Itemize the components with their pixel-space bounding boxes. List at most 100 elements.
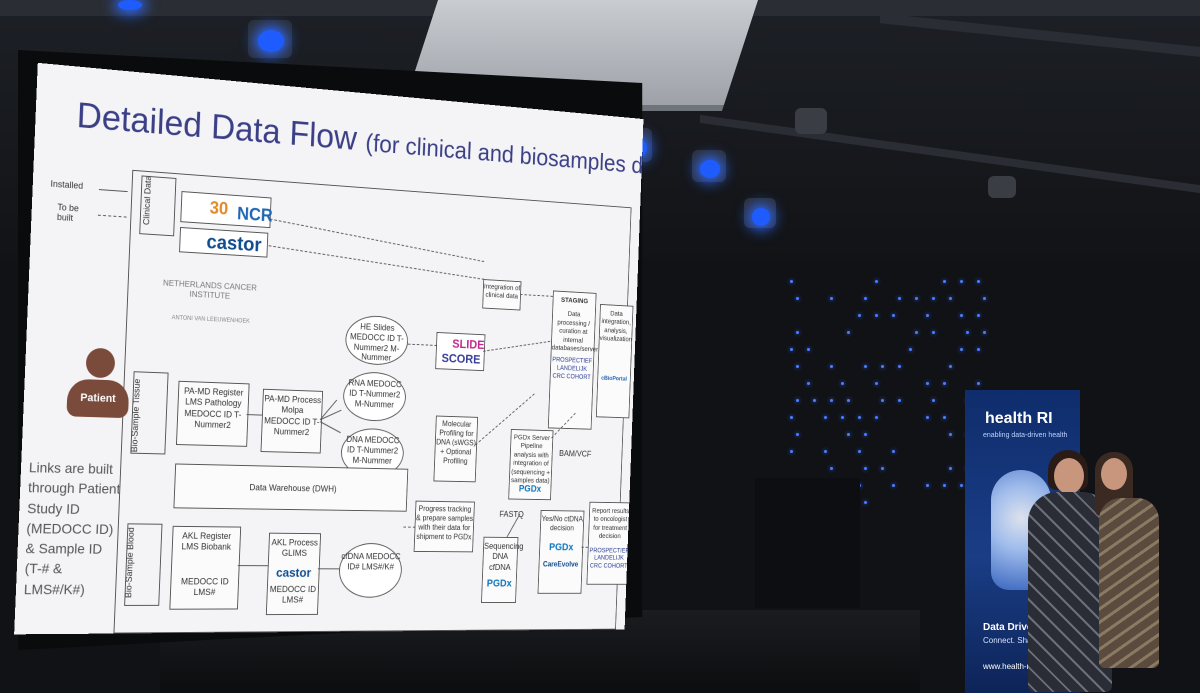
pgdx-server-label: PGDx Server Pipeline analysis with integ… <box>510 433 553 485</box>
side-note: Links are built through Patient Study ID… <box>24 457 122 599</box>
wall-led-dot <box>943 416 946 419</box>
sequencing-label: Sequencing DNA cfDNA <box>483 541 517 572</box>
wall-led-dot <box>864 501 867 504</box>
wall-led-dot <box>915 331 918 334</box>
pgdx-logo-server: PGDx <box>509 484 550 496</box>
wall-led-dot <box>977 314 980 317</box>
wall-led-dot <box>790 280 793 283</box>
staging-box: STAGING Data processing / curation at in… <box>548 290 597 429</box>
wall-led-dot <box>943 382 946 385</box>
legend-installed: Installed <box>50 179 83 191</box>
yes-no-decision-box: Yes/No ctDNA decision PGDx CareEvolve <box>538 510 585 594</box>
wall-led-dot <box>892 484 895 487</box>
ceiling-light <box>795 108 827 134</box>
bioportal-logo: cBioPortal <box>598 375 630 384</box>
wall-led-dot <box>875 382 878 385</box>
integration-clinical-box: Integration of clinical data <box>482 279 521 310</box>
wall-led-dot <box>898 365 901 368</box>
plcrc-logo-staging: PROSPECTIEF LANDELIJK CRC COHORT <box>550 357 593 383</box>
wall-led-dot <box>858 416 861 419</box>
data-integration-box: Data integration, analysis, visualizatio… <box>596 304 633 418</box>
patient-head-icon <box>85 348 115 379</box>
wall-led-dot <box>977 382 980 385</box>
wall-led-dot <box>841 416 844 419</box>
wall-led-dot <box>875 314 878 317</box>
banner-title: health RI <box>985 410 1053 428</box>
progress-tracking-box: Progress tracking & prepare samples with… <box>414 501 475 553</box>
wall-led-dot <box>813 399 816 402</box>
yes-no-label: Yes/No ctDNA decision <box>541 515 584 534</box>
akl-process-ids: MEDOCC ID LMS# <box>267 584 318 606</box>
presenter-1-head <box>1054 458 1084 494</box>
wall-led-dot <box>915 297 918 300</box>
wall-led-dot <box>949 467 952 470</box>
wall-led-dot <box>960 484 963 487</box>
plcrc-logo-report: PROSPECTIEF LANDELIJK CRC COHORT <box>588 547 630 571</box>
wall-led-dot <box>960 314 963 317</box>
legend-dashed-line <box>98 215 127 218</box>
wall-led-dot <box>926 314 929 317</box>
presenter-2 <box>1085 452 1165 693</box>
wall-led-dot <box>847 433 850 436</box>
blue-spotlight <box>700 160 720 178</box>
castor-logo-blood: castor <box>268 565 319 581</box>
akl-process-box: AKL Process GLIMS castor MEDOCC ID LMS# <box>266 533 321 615</box>
patient-icon: Patient <box>65 347 130 440</box>
akl-register-ids: MEDOCC ID LMS# <box>171 576 239 598</box>
blue-spotlight <box>118 0 142 10</box>
wall-led-dot <box>847 331 850 334</box>
wall-led-dot <box>864 467 867 470</box>
wall-led-dot <box>926 484 929 487</box>
wall-led-dot <box>983 297 986 300</box>
presentation-slide: Detailed Data Flow (for clinical and bio… <box>14 63 643 635</box>
staging-label: STAGING <box>553 295 595 306</box>
wall-led-dot <box>943 280 946 283</box>
wall-led-dot <box>830 467 833 470</box>
wall-led-dot <box>875 416 878 419</box>
wall-led-dot <box>858 450 861 453</box>
akl-register-label: AKL Register LMS Biobank <box>173 531 240 553</box>
legend-to-be-built: To be built <box>57 202 97 224</box>
careevolve-logo: CareEvolve <box>539 560 581 569</box>
staging-desc: Data processing / curation at internal d… <box>552 309 595 353</box>
wall-led-dot <box>898 297 901 300</box>
wall-led-dot <box>864 433 867 436</box>
report-label: Report results to oncologist for treatme… <box>589 506 632 540</box>
wall-led-dot <box>807 382 810 385</box>
wall-led-dot <box>864 297 867 300</box>
wall-led-dot <box>960 348 963 351</box>
tissue-section-box <box>130 371 168 454</box>
pgdx-server-box: PGDx Server Pipeline analysis with integ… <box>508 429 553 500</box>
wall-led-dot <box>932 297 935 300</box>
wall-led-dot <box>892 314 895 317</box>
ceiling-light <box>988 176 1016 198</box>
pgdx-logo: PGDx <box>482 578 516 591</box>
wall-led-dot <box>796 331 799 334</box>
wall-led-dot <box>790 416 793 419</box>
wall-led-dot <box>943 484 946 487</box>
presenter-2-head <box>1101 458 1127 490</box>
wall-led-dot <box>864 365 867 368</box>
castor-logo-clinical: castor <box>179 227 268 258</box>
wall-led-dot <box>881 399 884 402</box>
clinical-section-box <box>139 175 176 236</box>
wall-led-dot <box>875 280 878 283</box>
wall-led-dot <box>796 297 799 300</box>
pa-md-process-box: PA-MD Process Molpa MEDOCC ID T-Nummer2 <box>261 389 324 454</box>
legend-solid-line <box>99 189 128 192</box>
sequencing-box: Sequencing DNA cfDNA PGDx <box>481 537 518 603</box>
pa-md-register-box: PA-MD Register LMS Pathology MEDOCC ID T… <box>176 381 250 447</box>
wall-led-dot <box>960 280 963 283</box>
data-warehouse-box: Data Warehouse (DWH) <box>173 463 408 511</box>
bam-vcf-label: BAM/VCF <box>559 449 592 459</box>
flow-arrow-report <box>581 547 587 548</box>
report-results-box: Report results to oncologist for treatme… <box>586 502 632 585</box>
wall-led-dot <box>949 297 952 300</box>
wall-led-dot <box>932 331 935 334</box>
wall-led-dot <box>977 280 980 283</box>
blue-spotlight <box>752 208 770 226</box>
wall-led-dot <box>949 433 952 436</box>
data-integration-label: Data integration, analysis, visualizatio… <box>600 309 633 344</box>
wall-led-dot <box>796 365 799 368</box>
wall-led-dot <box>847 399 850 402</box>
